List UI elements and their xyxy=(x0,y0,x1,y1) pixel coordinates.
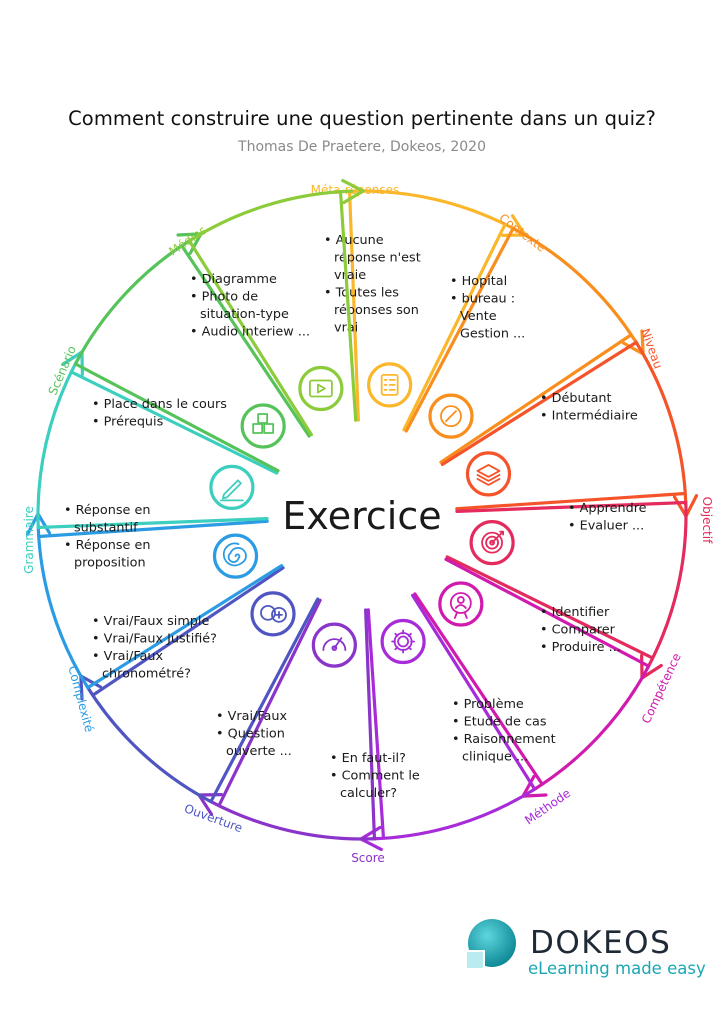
segment-item: réponse n'est xyxy=(334,251,421,266)
page-subtitle: Thomas De Praetere, Dokeos, 2020 xyxy=(238,139,486,155)
segment-2: Niveau• Débutant• Intermédiaire xyxy=(440,327,699,518)
segment-outline xyxy=(207,598,377,841)
segment-item: • Vrai/Faux simple xyxy=(92,614,209,629)
layers-icon xyxy=(465,451,512,497)
segment-4: Compétence • Identifier • Comparer • Produi… xyxy=(413,557,684,798)
segment-item: • Hopital xyxy=(450,274,507,289)
dokeos-logo: DOKEOS eLearning made easy xyxy=(440,905,710,1000)
logo-tagline: eLearning made easy xyxy=(528,959,706,978)
segment-item: • Vrai/Faux Justifié? xyxy=(92,632,217,647)
segment-outline xyxy=(366,593,537,841)
segment-item: calculer? xyxy=(340,786,397,801)
segment-outline xyxy=(404,226,639,464)
segment-10: Scénario• Place dans le cours• Prérequis xyxy=(46,232,311,473)
segment-item: vrai xyxy=(334,321,358,336)
segment-item: • Identifier xyxy=(540,605,610,620)
segment-arrowhead xyxy=(341,178,365,205)
segment-item: Vente xyxy=(460,309,497,324)
logo-name: DOKEOS xyxy=(530,925,672,961)
segment-item: • En faut-il? xyxy=(330,751,406,766)
segment-item: • Photo de xyxy=(190,290,258,305)
segment-item: proposition xyxy=(74,556,146,571)
segment-item: • Diagramme xyxy=(190,272,277,287)
segment-label: Ouverture xyxy=(182,801,244,835)
segment-label: Objectif xyxy=(700,497,714,544)
segment-outline xyxy=(36,519,284,690)
segment-item: • Produire ... xyxy=(540,640,621,655)
segment-item: clinique ... xyxy=(462,750,528,765)
center-label: Exercice xyxy=(282,494,441,538)
segment-outline xyxy=(440,340,688,511)
segment-outline xyxy=(413,557,651,792)
segment-item: • Problème xyxy=(452,697,524,712)
segment-item: • Réponse en xyxy=(64,538,150,553)
page-title: Comment construire une question pertinen… xyxy=(68,107,656,130)
segment-outline xyxy=(73,238,311,473)
segment-item: situation-type xyxy=(200,307,289,322)
segment-item: ouverte ... xyxy=(226,744,292,759)
segment-item: • Réponse en xyxy=(64,503,150,518)
segment-item: • Débutant xyxy=(540,391,612,406)
segment-9: Grammaire • Réponse en substantif • Réponse… xyxy=(22,350,279,574)
segment-outline xyxy=(445,500,688,670)
segment-item: • Intermédiaire xyxy=(540,409,638,424)
gauge-icon xyxy=(311,622,357,668)
segment-outline xyxy=(85,566,320,804)
segment-outline xyxy=(187,189,358,437)
segment-item: substantif xyxy=(74,521,138,536)
badge-icon xyxy=(438,581,484,627)
segment-item: Gestion ... xyxy=(460,327,525,342)
chat-bubbles-icon xyxy=(250,591,296,637)
segment-7: Ouverture • Vrai/Faux • Question ouverte ..… xyxy=(79,566,320,835)
video-play-icon xyxy=(298,365,344,412)
segment-item: • Place dans le cours xyxy=(92,397,227,412)
segment-label: Compétence xyxy=(639,651,684,726)
segment-item: • Audio interiew ... xyxy=(190,325,310,340)
segment-1: Contexte• Hopital• bureau :VenteGestion … xyxy=(404,211,645,464)
segment-label: Grammaire xyxy=(22,506,36,574)
segment-item: • Evaluer ... xyxy=(568,519,644,534)
segment-label: Complexité xyxy=(65,664,96,733)
segment-item: • Vrai/Faux xyxy=(92,649,163,664)
gear-icon xyxy=(380,618,426,665)
segment-3: Objectif • Apprendre • Evaluer ... xyxy=(445,497,714,680)
segment-item: • Comparer xyxy=(540,623,616,638)
segment-item: • Toutes les xyxy=(324,286,399,301)
segment-item: • Aucune xyxy=(324,233,384,248)
segment-item: • Vrai/Faux xyxy=(216,709,287,724)
segment-label: Score xyxy=(351,851,385,865)
segment-item: • Comment le xyxy=(330,769,420,784)
segment-item: chronométré? xyxy=(102,667,191,682)
segment-item: vraie xyxy=(334,268,366,283)
cubes-icon xyxy=(240,403,286,449)
segment-item: • Prérequis xyxy=(92,415,164,430)
dokeos-logo-icon xyxy=(465,919,516,970)
segment-item: • Question xyxy=(216,727,285,742)
segment-item: • Raisonnement xyxy=(452,732,556,747)
segment-outline xyxy=(36,360,279,530)
segment-item: • Apprendre xyxy=(568,501,647,516)
segment-item: réponses son xyxy=(334,303,419,318)
segment-item: • Etude de cas xyxy=(452,715,547,730)
segment-outline xyxy=(347,189,517,432)
segment-6: Score • En faut-il? • Comment le calculer? xyxy=(197,598,420,865)
segment-item: • bureau : xyxy=(450,292,515,307)
